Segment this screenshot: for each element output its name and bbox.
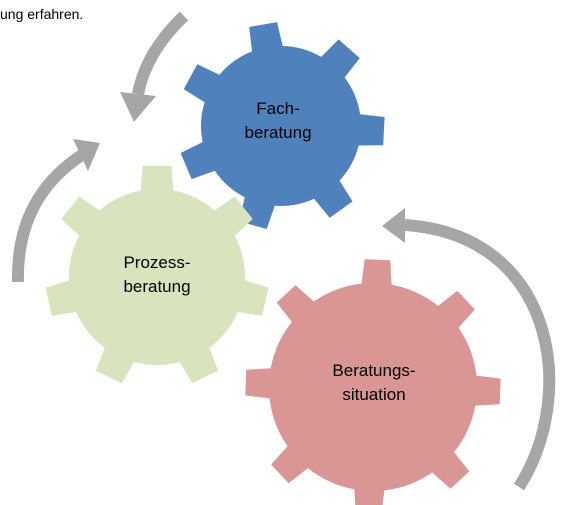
gear-prozessberatung-label-line1: Prozess- [123,253,190,272]
cycle-arrow-top-head [120,92,156,122]
gear-beratungssituation: Beratungs- situation [245,259,501,505]
gear-fachberatung: Fach- beratung [180,22,385,229]
cycle-arrow-top [132,11,189,96]
gear-fachberatung-label-line2: beratung [244,123,311,142]
cycle-arrow-left-head [73,139,100,171]
cycle-arrows [11,11,556,491]
cycle-arrow-right-head [382,208,405,243]
cycle-arrow-right [404,219,556,491]
gear-beratungssituation-shape [245,259,501,505]
gear-fachberatung-shape [180,22,385,229]
cycle-arrow-left [11,149,86,283]
gear-fachberatung-label-line1: Fach- [256,99,299,118]
gear-beratungssituation-label-line1: Beratungs- [332,361,415,380]
gear-prozessberatung-shape [45,165,269,384]
intro-text-fragment: ung erfahren. [0,6,84,22]
gear-beratungssituation-label-line2: situation [342,385,405,404]
gear-prozessberatung: Prozess- beratung [45,165,269,384]
gear-prozessberatung-label-line2: beratung [123,277,190,296]
